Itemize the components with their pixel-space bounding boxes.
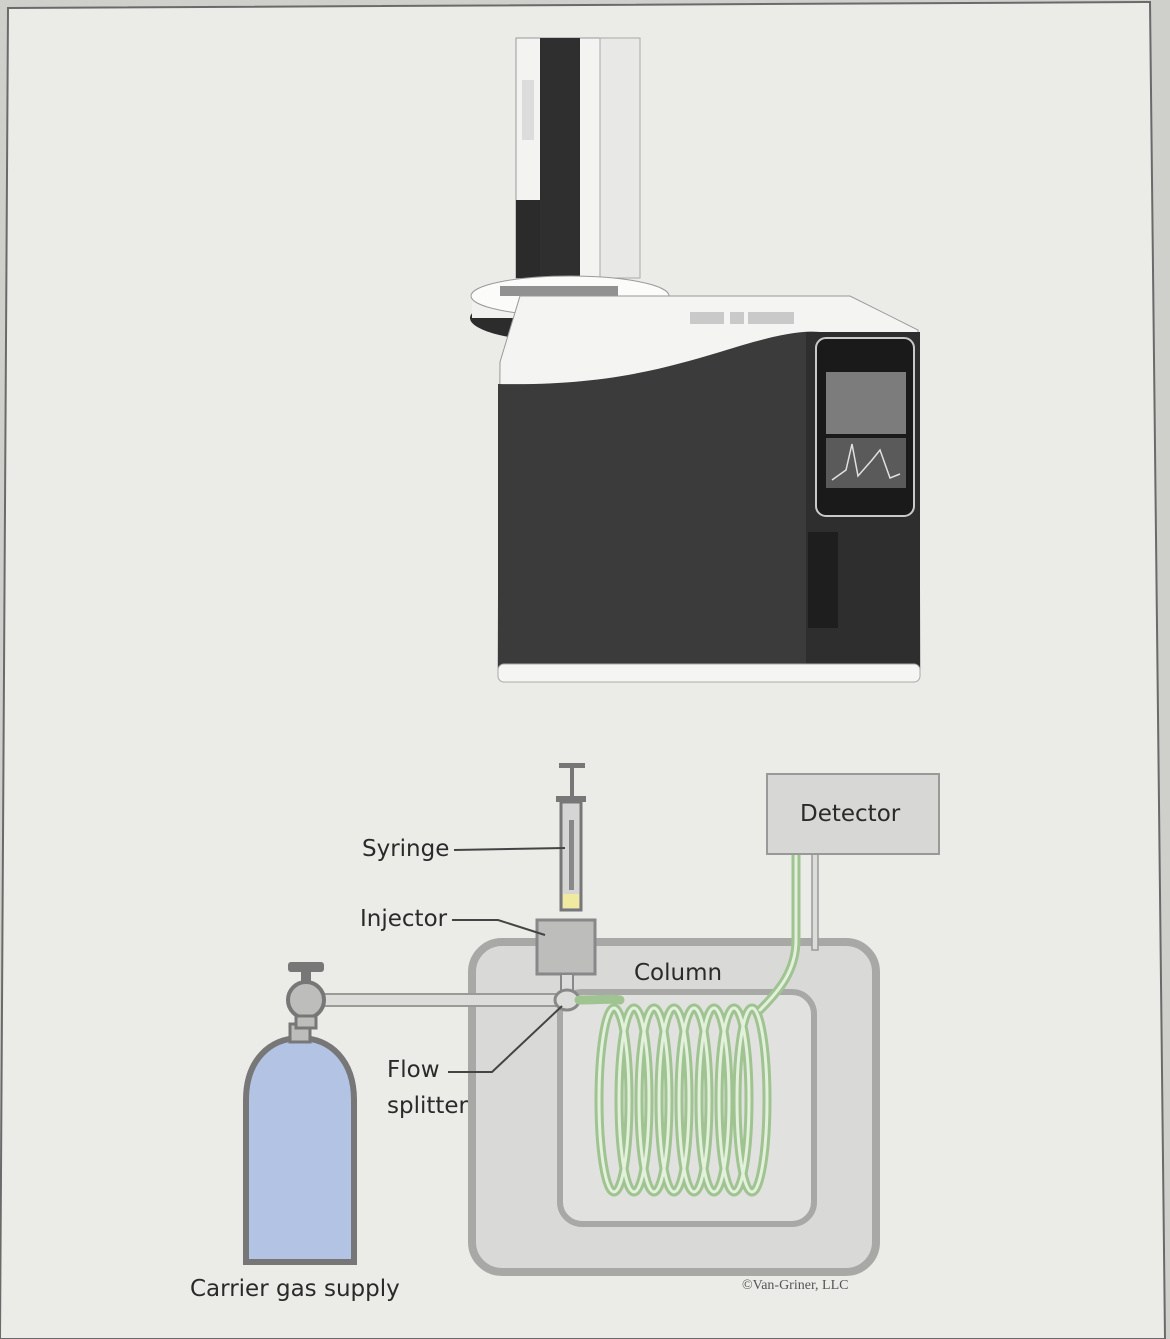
gas-cylinder-icon	[243, 1022, 357, 1265]
label-column: Column	[634, 960, 723, 986]
copyright-notice: ©Van-Griner, LLC	[742, 1278, 849, 1293]
leader-lines	[448, 847, 566, 1073]
injector-block	[535, 918, 597, 976]
gas-chromatograph-photo	[470, 37, 921, 683]
detector-line	[811, 851, 819, 951]
label-syringe: Syringe	[362, 836, 450, 862]
label-flow-splitter-line1: Flow	[387, 1057, 440, 1083]
label-detector: Detector	[800, 801, 901, 827]
syringe-icon	[556, 763, 586, 912]
label-carrier-gas-supply: Carrier gas supply	[190, 1276, 400, 1302]
valve-icon	[286, 962, 326, 1030]
label-flow-splitter-line2: splitter	[387, 1093, 469, 1119]
detector-box	[766, 773, 940, 855]
label-injector: Injector	[360, 906, 448, 932]
gas-line	[321, 993, 559, 1007]
